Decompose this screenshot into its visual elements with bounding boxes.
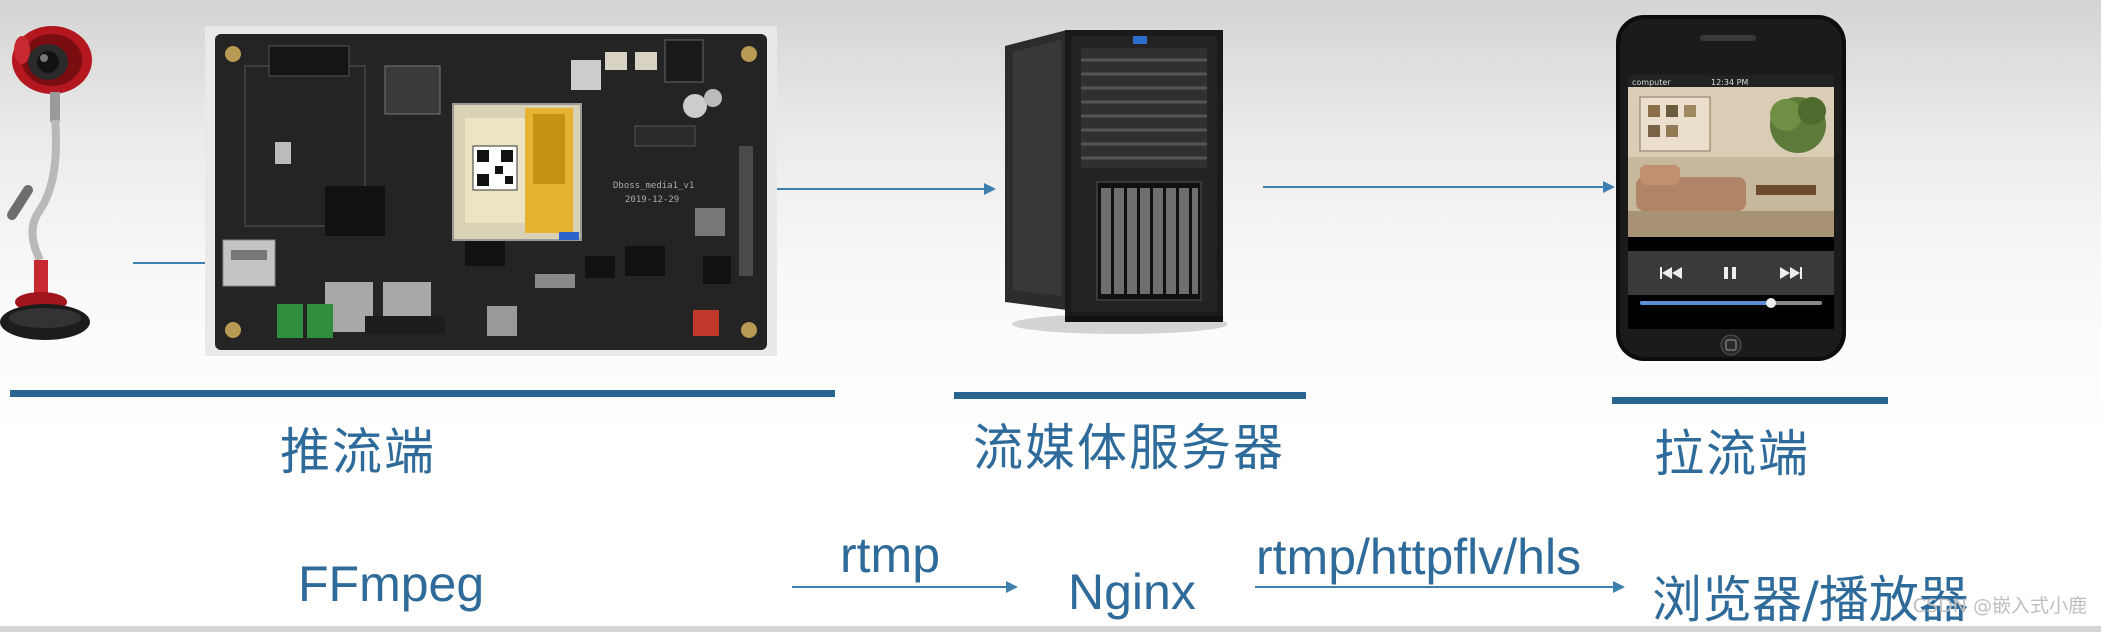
server-section-label: 流媒体服务器 — [973, 408, 1285, 480]
board-silkscreen-2: 2019-12-29 — [625, 195, 679, 205]
arrow-head — [1603, 181, 1615, 193]
webcam-image — [0, 20, 130, 345]
phone-status-carrier: computer — [1632, 78, 1671, 87]
playback-progress-fill — [1640, 301, 1771, 305]
arrow-webcam-to-board — [133, 262, 208, 264]
home-button[interactable] — [1721, 335, 1741, 355]
push-section-label: 推流端 — [280, 412, 436, 484]
arrow-board-to-server — [777, 188, 986, 190]
arrow-head — [1613, 581, 1625, 593]
protocol-rtmp-label: rtmp — [840, 526, 940, 584]
protocol-pull-label: rtmp/httpflv/hls — [1256, 528, 1581, 586]
arrow-nginx-to-client — [1255, 586, 1615, 588]
nginx-label: Nginx — [1068, 563, 1196, 621]
ffmpeg-label: FFmpeg — [298, 555, 484, 613]
tower-server-image — [1005, 30, 1227, 338]
dev-board-image: Dboss_media1_v1 2019-12-29 — [205, 26, 777, 356]
pull-section-label: 拉流端 — [1654, 414, 1810, 486]
arrow-ffmpeg-to-nginx — [792, 586, 1008, 588]
arrow-server-to-phone — [1263, 186, 1605, 188]
phone-status-time: 12:34 PM — [1711, 78, 1748, 87]
watermark: CSDN @嵌入式小鹿 — [1913, 591, 2087, 618]
arrow-head — [1006, 581, 1018, 593]
playback-progress-knob[interactable] — [1766, 298, 1776, 308]
smartphone-image: computer 12:34 PM — [1616, 15, 1846, 361]
server-section-bar — [954, 392, 1306, 399]
pull-section-bar — [1612, 397, 1888, 404]
push-section-bar — [10, 390, 835, 397]
arrow-head — [984, 183, 996, 195]
board-silkscreen-1: Dboss_media1_v1 — [613, 181, 694, 191]
